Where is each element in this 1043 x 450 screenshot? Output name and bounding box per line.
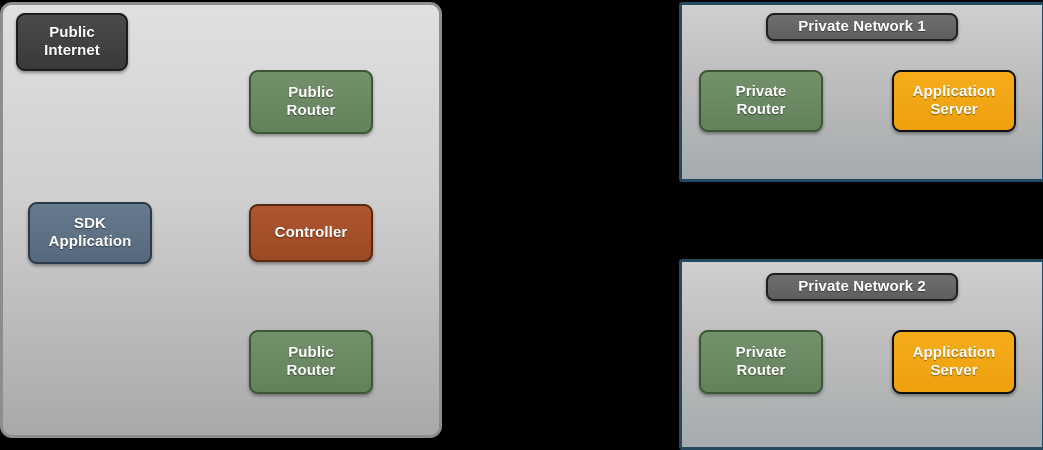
node-public-router-bottom-label: Public Router: [286, 344, 336, 379]
badge-private-network-1-label: Private Network 1: [798, 18, 926, 36]
badge-private-network-1: Private Network 1: [766, 13, 958, 41]
node-controller[interactable]: Controller: [249, 204, 373, 262]
badge-private-network-2-label: Private Network 2: [798, 278, 926, 296]
node-private-router-2[interactable]: Private Router: [699, 330, 823, 394]
node-controller-label: Controller: [274, 224, 348, 242]
node-public-router-bottom[interactable]: Public Router: [249, 330, 373, 394]
node-public-internet[interactable]: Public Internet: [16, 13, 128, 71]
node-application-server-1[interactable]: Application Server: [892, 70, 1016, 132]
node-application-server-2-label: Application Server: [912, 344, 996, 379]
badge-private-network-2: Private Network 2: [766, 273, 958, 301]
node-sdk-application-label: SDK Application: [48, 215, 132, 250]
node-private-router-1[interactable]: Private Router: [699, 70, 823, 132]
node-application-server-2[interactable]: Application Server: [892, 330, 1016, 394]
node-public-router-top[interactable]: Public Router: [249, 70, 373, 134]
node-private-router-1-label: Private Router: [735, 83, 787, 118]
node-sdk-application[interactable]: SDK Application: [28, 202, 152, 264]
node-private-router-2-label: Private Router: [735, 344, 787, 379]
node-public-router-top-label: Public Router: [286, 84, 336, 119]
node-application-server-1-label: Application Server: [912, 83, 996, 118]
node-public-internet-label: Public Internet: [44, 24, 100, 59]
